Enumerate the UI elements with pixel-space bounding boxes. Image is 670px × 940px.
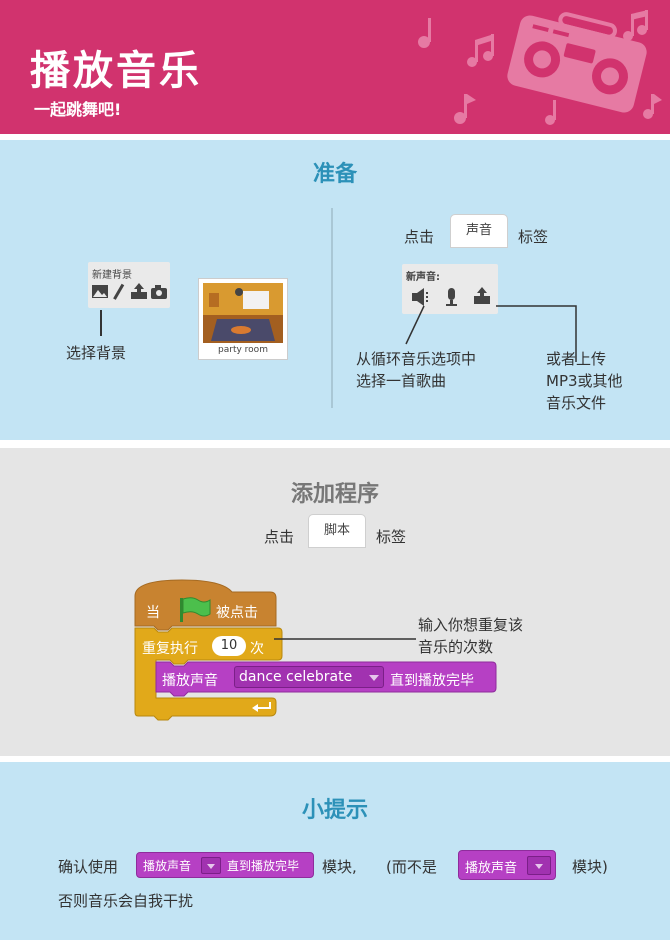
instead-of-text: (而不是 [386,858,437,876]
section-divider [331,208,333,408]
block-word-text: 模块, [322,858,357,876]
music-decoration [418,10,662,125]
sound-dropdown[interactable]: dance celebrate [234,666,384,688]
repeat-label: 重复执行 [142,641,198,657]
click-text: 点击 [404,228,435,246]
choose-backdrop-text: 选择背景 [66,344,127,362]
loop-library-text: 从循环音乐选项中 选择一首歌曲 [356,350,477,390]
new-sound-label: 新声音: [406,272,440,283]
green-flag-icon [180,597,211,622]
party-room-thumbnail[interactable]: party room [198,278,288,360]
upload-icon [131,283,147,299]
tab-word-text: 标签 [376,528,407,546]
sound-name: dance celebrate [239,669,353,685]
mini-dropdown [527,856,551,875]
play-until-done-block: 播放声音 直到播放完毕 [136,852,314,878]
otherwise-text: 否则音乐会自我干扰 [58,892,194,910]
hat-clicked-text: 被点击 [216,605,258,621]
music-note-icon [418,18,431,48]
tab-scripts[interactable]: 脚本 [308,514,366,548]
play-sound-block: 播放声音 [458,850,556,880]
microphone-icon [446,288,457,306]
party-room-image [203,283,283,343]
callout-lines [405,305,577,362]
tab-sound[interactable]: 声音 [450,214,508,248]
loop-arrow-icon [252,702,271,712]
block-until-text: 直到播放完毕 [227,859,300,873]
landscape-icon [92,285,108,298]
block-play2-text: 播放声音 [465,861,518,876]
new-backdrop-panel: 新建背景 [88,262,170,308]
page-title: 播放音乐 [30,48,202,94]
hat-when-text: 当 [146,605,160,621]
confirm-use-text: 确认使用 [58,858,119,876]
play-sound-label: 播放声音 [162,673,218,689]
block-word2-text: 模块) [572,858,608,876]
until-done-text: 直到播放完毕 [390,673,474,689]
prep-title: 准备 [312,162,357,187]
tips-title: 小提示 [301,798,368,823]
upload-icon [474,287,490,304]
chevron-down-icon [369,675,379,681]
pointer-line [100,310,102,336]
tab-word-text: 标签 [518,228,549,246]
mini-dropdown [201,857,221,874]
repeat-block [134,627,283,721]
chevron-down-icon [535,864,543,869]
music-note-icon [623,10,648,41]
script-section: 添加程序 点击 脚本 标签 当 被点击 重复执行 10 次 播放声音 dance… [0,448,670,756]
prep-section: 准备 新建背景 选择背景 party room 点击 声音 标签 新声音: [0,140,670,440]
speaker-icon [412,288,428,306]
backdrop-tools [92,283,167,300]
new-sound-panel: 新声音: [402,264,498,314]
party-room-caption: party room [218,345,268,355]
tips-section: 小提示 确认使用 播放声音 直到播放完毕 模块, (而不是 播放声音 模块) 否… [0,762,670,940]
repeat-callout-text: 输入你想重复该 音乐的次数 [418,616,524,656]
boombox-icon [507,12,647,113]
music-note-icon [545,100,556,125]
new-backdrop-label: 新建背景 [92,270,132,281]
paintbrush-icon [113,283,125,300]
sound-tools [412,287,490,306]
click-text: 点击 [264,528,295,546]
music-note-icon [454,94,476,124]
repeat-count-input[interactable]: 10 [212,636,246,656]
repeat-times-text: 次 [250,641,264,657]
chevron-down-icon [207,864,215,869]
music-note-icon [643,94,662,119]
upload-mp3-text: 或者上传 MP3或其他 音乐文件 [546,350,623,412]
camera-icon [151,285,167,299]
block-play-text: 播放声音 [143,859,192,873]
music-note-icon [467,34,494,67]
page-subtitle: 一起跳舞吧! [34,100,122,119]
script-title: 添加程序 [290,482,379,507]
header-banner: 播放音乐 一起跳舞吧! [0,0,670,134]
